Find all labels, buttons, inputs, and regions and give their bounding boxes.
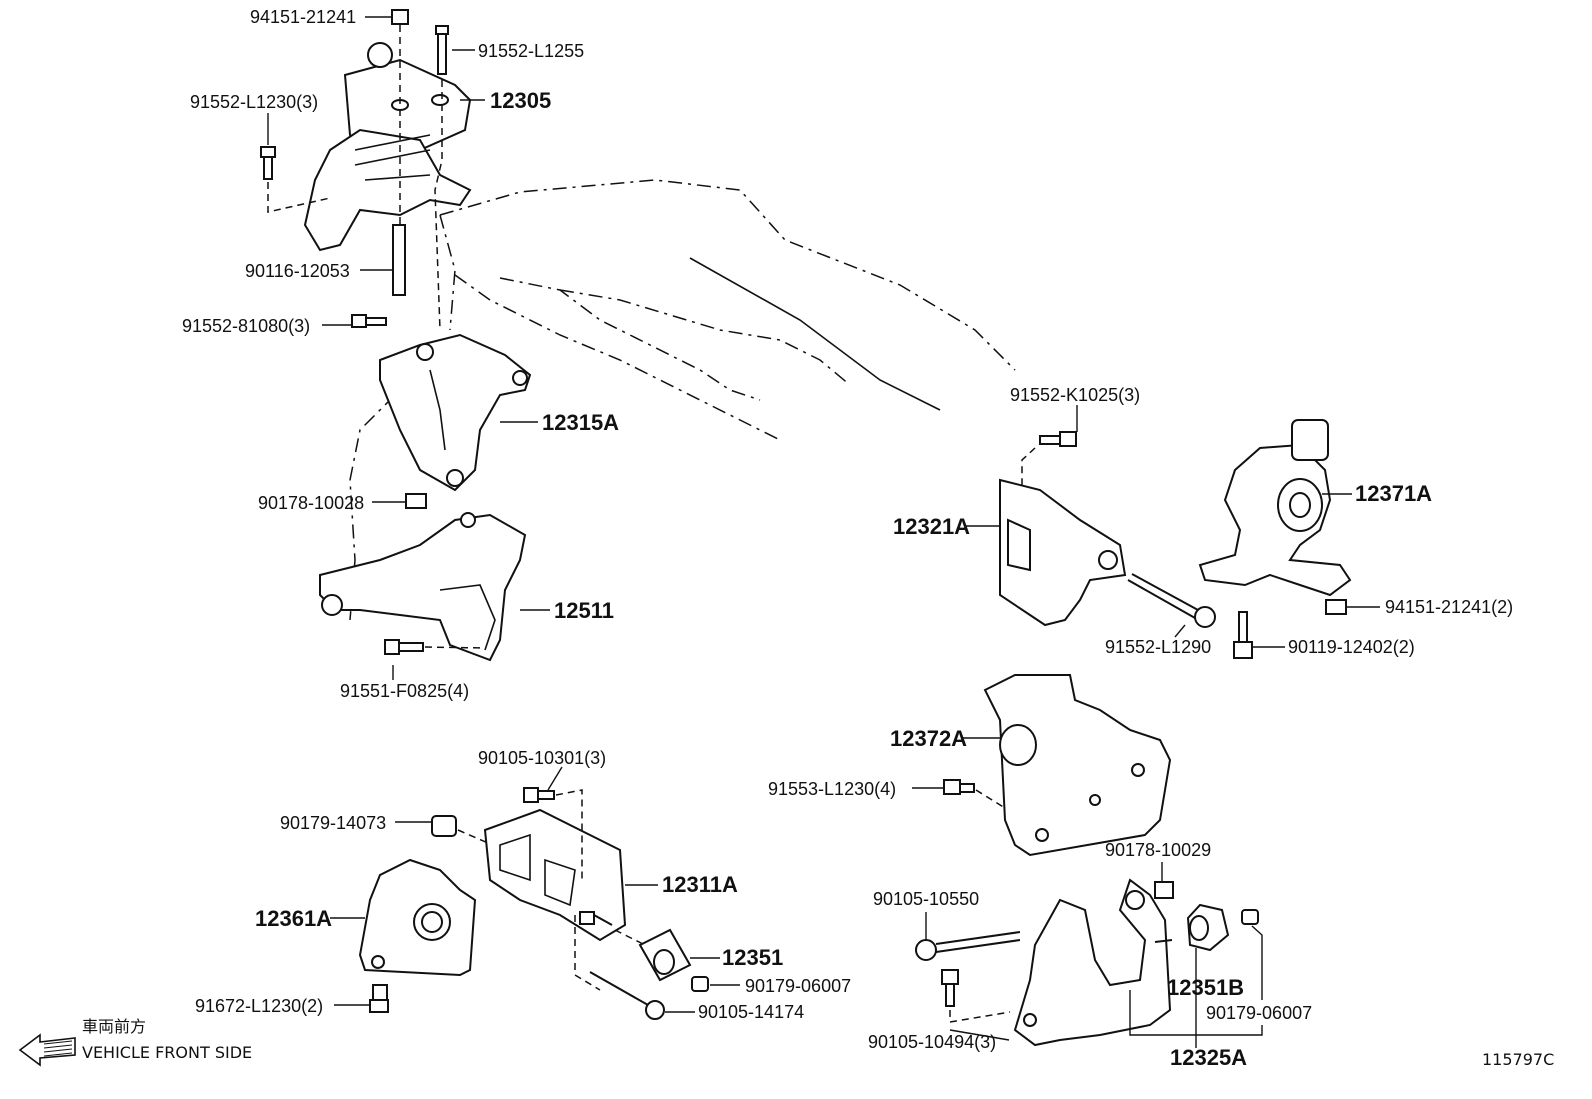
bolt-90105-10494 [941,969,959,1007]
front-note-en: VEHICLE FRONT SIDE [82,1043,252,1062]
label-90105-10301-3: 90105-10301(3) [478,748,606,768]
label-91553-L1230-4: 91553-L1230(4) [768,779,896,799]
nut-94151-21241-2 [1325,599,1347,615]
label-90179-14073: 90179-14073 [280,813,386,833]
label-12361A: 12361A [255,906,332,931]
label-12325A: 12325A [1170,1045,1247,1070]
label-94151-21241-top: 94151-21241 [250,7,356,27]
label-12311A: 12311A [662,872,738,897]
label-12511: 12511 [554,598,614,623]
stud-90116-12053 [392,224,406,296]
label-90116-12053: 90116-12053 [245,261,350,281]
bushing-12351B [1186,903,1230,952]
label-90179-06007-b: 90179-06007 [1206,1003,1312,1023]
bracket-12321A [999,478,1127,627]
mount-12361A [358,858,477,977]
nut-90178-10029 [1154,881,1174,899]
bolt-91672-L1230 [369,984,389,1013]
nut-90179-06007-a [691,976,709,992]
bracket-12325A [1013,878,1172,1047]
label-12315A: 12315A [542,410,619,435]
mount-12372A [983,674,1172,857]
pin-12311A [579,911,613,926]
bolt-90105-10550 [915,931,1021,961]
label-90178-10029: 90178-10029 [1105,840,1211,860]
bracket-12311A [483,808,627,942]
bolt-91551-F0825 [384,639,424,655]
bolt-90105-10301 [523,787,555,803]
label-90119-12402-2: 90119-12402(2) [1288,637,1415,657]
mount-12305 [303,42,472,252]
label-90179-06007-a: 90179-06007 [745,976,851,996]
label-12371A: 12371A [1355,481,1432,506]
bolt-91553-L1230 [943,779,975,795]
label-12321A: 12321A [893,514,970,539]
nut-90178-10028 [405,493,427,509]
label-12305: 12305 [490,88,551,113]
bolt-91552-81080 [351,314,387,328]
label-90105-10494-3: 90105-10494(3) [868,1032,996,1052]
bolt-91552-K1025 [1039,431,1077,447]
vehicle-front-arrow-icon [18,1033,76,1067]
label-90105-10550: 90105-10550 [873,889,979,909]
bolt-91552-L1255 [435,25,449,75]
bolt-90105-14174 [589,971,665,1020]
bushing-12351 [638,928,692,982]
label-91552-K1025-3: 91552-K1025(3) [1010,385,1140,405]
bolt-90119-12402 [1233,611,1253,659]
bolt-91552-L1230 [260,146,276,180]
bolt-94151-21241-top [391,9,409,25]
label-90178-10028: 90178-10028 [258,493,364,513]
nut-90179-06007-b [1241,909,1259,925]
label-91552-L1255: 91552-L1255 [478,41,584,61]
label-12372A: 12372A [890,726,967,751]
bracket-12315A [379,333,532,492]
engine-outline [349,179,1016,621]
label-12351B: 12351B [1167,975,1244,1000]
label-91552-L1290: 91552-L1290 [1105,637,1211,657]
front-note-jp: 車両前方 [82,1017,146,1036]
leader-lines [267,16,1380,1048]
label-94151-21241-2: 94151-21241(2) [1385,597,1513,617]
mount-12371A [1198,419,1352,597]
bracket-12511 [319,512,527,662]
label-90105-14174: 90105-14174 [698,1002,804,1022]
bolt-91552-L1290 [1127,573,1216,628]
label-91551-F0825-4: 91551-F0825(4) [340,681,469,701]
label-91552-81080-3: 91552-81080(3) [182,316,310,336]
figure-code: 115797C [1482,1050,1554,1069]
label-91672-L1230-2: 91672-L1230(2) [195,996,323,1016]
nut-90179-14073 [431,815,457,837]
label-12351: 12351 [722,945,783,970]
label-91552-L1230-3: 91552-L1230(3) [190,92,318,112]
